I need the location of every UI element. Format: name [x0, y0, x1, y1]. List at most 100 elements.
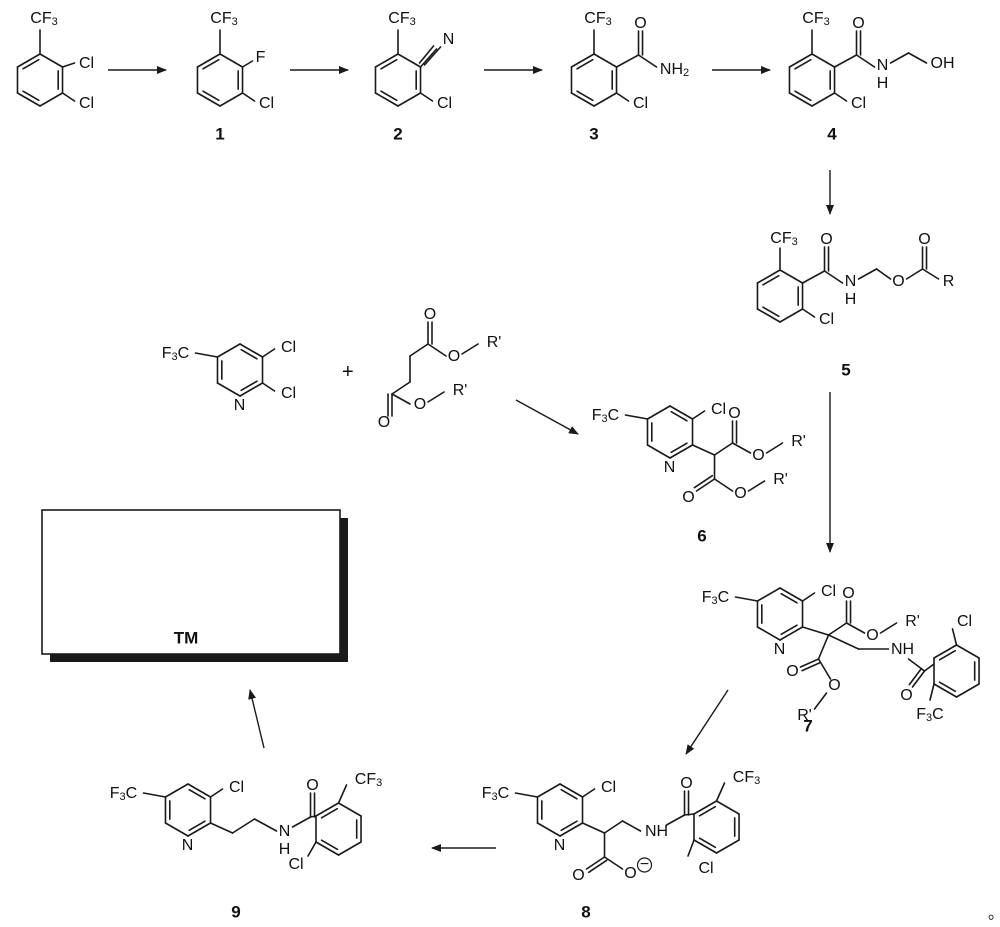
ring-bond — [812, 54, 835, 67]
ring-double-bond — [561, 821, 577, 830]
bond — [392, 382, 410, 394]
reaction-arrow — [516, 400, 578, 434]
atom-label-r-prime: R' — [791, 433, 806, 450]
ring-bond — [957, 684, 980, 697]
atom-label-o: O — [424, 306, 436, 323]
ring-double-bond — [795, 91, 811, 100]
ring-bond — [40, 93, 63, 106]
ring-bond — [647, 445, 670, 458]
bond — [767, 443, 783, 453]
compound-number-6: 6 — [697, 527, 706, 546]
bond — [715, 479, 733, 491]
bond — [857, 55, 875, 67]
atom-label-cl: Cl — [821, 583, 836, 600]
end-mark: 。 — [988, 906, 1000, 923]
atom-label-o: O — [378, 414, 390, 431]
atom-label-cf3: CF3 — [388, 10, 415, 29]
atom-label-r-prime: R' — [905, 613, 920, 630]
bond — [667, 815, 685, 825]
atom-label-o: O — [842, 585, 854, 602]
reaction-arrows-layer — [108, 70, 830, 848]
reaction-arrow — [250, 690, 264, 748]
bond — [293, 817, 311, 827]
ring-double-bond — [763, 276, 779, 285]
bond — [835, 93, 847, 101]
atom-label-n: N — [774, 641, 786, 658]
bond — [211, 789, 223, 797]
ring-bond — [217, 383, 240, 396]
atom-label-o: O — [852, 15, 864, 32]
ring-bond — [780, 270, 803, 283]
ring-bond — [165, 823, 188, 836]
ring-bond — [717, 840, 740, 853]
atom-label-cl: Cl — [633, 95, 648, 112]
bond — [803, 271, 825, 283]
atom-label-cl: Cl — [229, 779, 244, 796]
bond — [907, 269, 923, 279]
ring-double-bond — [763, 307, 779, 316]
atom-label-cl: Cl — [698, 860, 713, 877]
bond — [263, 383, 275, 391]
ring-double-bond — [203, 60, 219, 69]
bond — [819, 635, 829, 659]
atom-label-cl: Cl — [711, 401, 726, 418]
ring-double-bond — [189, 790, 205, 799]
compound-number-3: 3 — [589, 125, 598, 144]
bond — [143, 793, 165, 797]
bond — [715, 443, 733, 455]
atom-label-cf3: CF3 — [584, 10, 611, 29]
ring-bond — [217, 344, 240, 357]
atom-label-o: O — [828, 677, 840, 694]
bond — [735, 597, 757, 601]
ring-bond — [339, 803, 362, 816]
ring-double-bond — [781, 594, 797, 603]
atom-label-cl: Cl — [79, 95, 94, 112]
atom-label-o: O — [448, 348, 460, 365]
ring-double-bond — [700, 838, 716, 847]
bond — [693, 411, 705, 419]
ring-bond — [165, 784, 188, 797]
bond — [617, 93, 629, 101]
atom-label-cl: Cl — [957, 613, 972, 630]
bond — [803, 309, 815, 317]
bond — [63, 63, 75, 67]
ring-double-bond — [189, 821, 205, 830]
bond — [815, 693, 827, 709]
ring-double-bond — [23, 91, 39, 100]
compound-number-2: 2 — [393, 125, 402, 144]
atom-label-h: H — [877, 75, 889, 92]
atom-label-f3c: F3C — [702, 589, 729, 608]
atom-label-f3c: F3C — [110, 785, 137, 804]
atom-label-cf3: CF3 — [30, 10, 57, 29]
atom-label-cf3: CF3 — [355, 771, 382, 790]
atom-label-n: N — [877, 57, 889, 74]
ring-bond — [40, 54, 63, 67]
bond — [515, 793, 537, 797]
bonds-layer — [17, 30, 979, 872]
bond — [835, 55, 857, 67]
bond — [233, 819, 255, 833]
compound-number-tm: TM — [174, 629, 199, 648]
bond — [877, 269, 891, 279]
bond — [425, 47, 441, 65]
bond — [211, 823, 233, 833]
atom-label-cl: Cl — [281, 339, 296, 356]
bond — [625, 415, 647, 419]
ring-bond — [812, 93, 835, 106]
bond — [909, 659, 925, 671]
plus-sign: + — [342, 361, 354, 383]
atom-label-cl: Cl — [851, 95, 866, 112]
bond — [428, 392, 444, 402]
bond — [688, 840, 694, 856]
atom-label-o: O — [414, 396, 426, 413]
atom-label-cl: Cl — [281, 385, 296, 402]
bond — [925, 664, 934, 671]
ring-double-bond — [795, 60, 811, 69]
atom-label-o: O — [820, 231, 832, 248]
ring-bond — [220, 54, 243, 67]
compound-number-1: 1 — [215, 125, 224, 144]
bond — [63, 93, 75, 101]
bond — [195, 353, 217, 357]
ring-bond — [957, 645, 980, 658]
ring-double-bond — [940, 682, 956, 691]
